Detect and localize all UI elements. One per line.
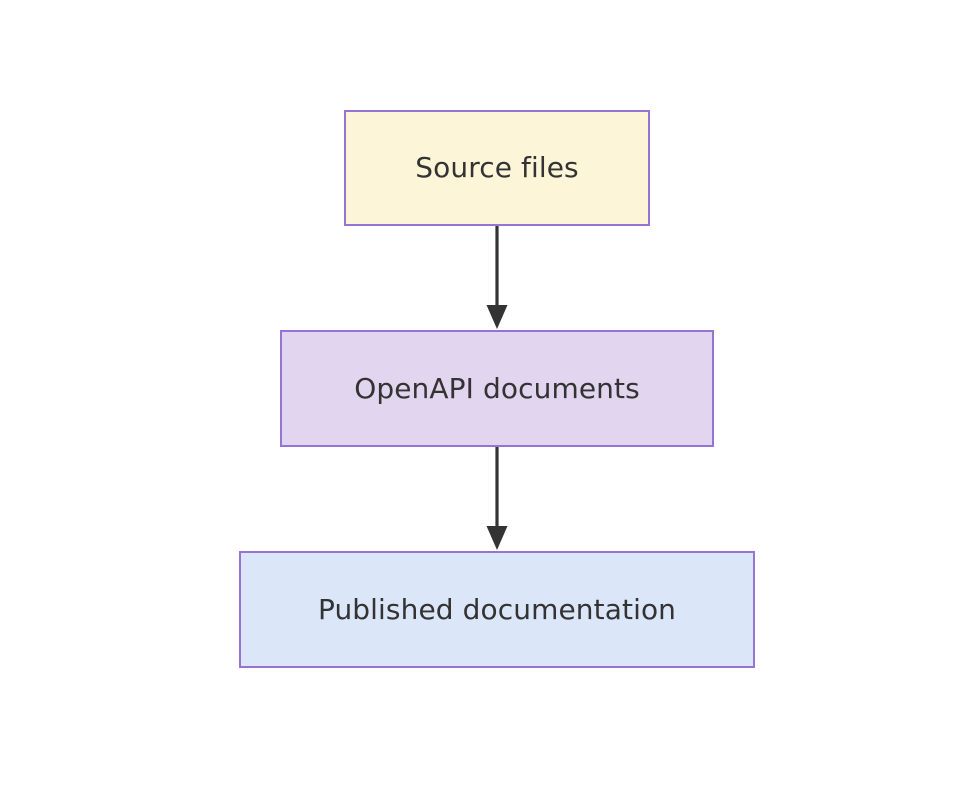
edge-source-to-openapi [486,226,508,329]
edge-openapi-to-published-arrowhead [486,526,508,550]
node-source-files-label: Source files [415,151,579,184]
node-published-documentation-label: Published documentation [317,592,677,626]
node-openapi-documents-label: OpenAPI documents [354,371,640,405]
edge-source-to-openapi-arrowhead [486,305,508,329]
edge-openapi-to-published [486,447,508,550]
node-published-documentation[interactable]: Published documentation [239,551,755,668]
node-openapi-documents[interactable]: OpenAPI documents [280,330,714,447]
node-source-files[interactable]: Source files [344,110,650,226]
